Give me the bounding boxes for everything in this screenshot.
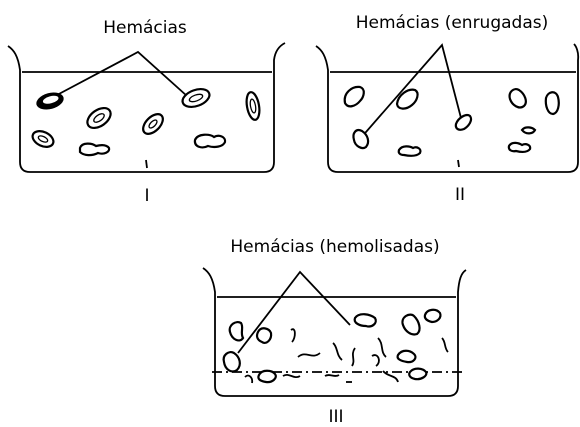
cell-fragment bbox=[442, 338, 448, 352]
panel-i-numeral: I bbox=[144, 186, 149, 206]
cell bbox=[398, 351, 416, 362]
cell-fragment bbox=[325, 375, 339, 376]
cell bbox=[257, 328, 271, 343]
cell bbox=[84, 104, 114, 132]
cell bbox=[409, 369, 426, 380]
tick-ii bbox=[458, 160, 459, 167]
cell bbox=[140, 111, 167, 138]
cell bbox=[30, 128, 56, 150]
pointer-lines-i bbox=[57, 52, 187, 96]
cells-ii bbox=[345, 87, 559, 156]
cell-fragment bbox=[245, 376, 252, 383]
cell bbox=[510, 89, 526, 107]
cell bbox=[345, 87, 364, 106]
cell bbox=[425, 310, 441, 322]
cell bbox=[509, 143, 530, 152]
cell bbox=[180, 86, 212, 111]
panel-i-label: Hemácias bbox=[103, 18, 187, 38]
cell-fragment bbox=[333, 343, 342, 360]
cell bbox=[224, 352, 240, 371]
cell bbox=[230, 322, 243, 340]
cell-fragment bbox=[283, 375, 300, 377]
cell bbox=[402, 315, 419, 335]
cell-fragment bbox=[372, 355, 379, 366]
cell bbox=[546, 92, 559, 114]
cells-i bbox=[30, 86, 261, 155]
panel-ii: Hemácias (enrugadas) II bbox=[316, 13, 578, 205]
cell bbox=[80, 144, 109, 156]
cell bbox=[399, 146, 421, 156]
cell-fragment bbox=[378, 338, 386, 357]
panel-iii: Hemácias (hemolisadas) bbox=[203, 237, 466, 427]
panel-iii-label: Hemácias (hemolisadas) bbox=[230, 237, 439, 257]
panel-ii-numeral: II bbox=[455, 185, 465, 205]
panel-i: Hemácias bbox=[8, 18, 285, 206]
cell bbox=[522, 127, 535, 133]
cell bbox=[456, 115, 471, 130]
cell bbox=[195, 135, 225, 148]
panel-iii-numeral: III bbox=[328, 407, 343, 427]
panel-ii-label: Hemácias (enrugadas) bbox=[356, 13, 549, 33]
tick-i bbox=[146, 160, 147, 168]
cell-fragment bbox=[291, 329, 295, 342]
cell bbox=[355, 314, 376, 326]
cell-fragment bbox=[352, 348, 355, 366]
cell-fragment bbox=[298, 353, 320, 357]
cell bbox=[258, 371, 275, 382]
cell bbox=[245, 91, 262, 121]
